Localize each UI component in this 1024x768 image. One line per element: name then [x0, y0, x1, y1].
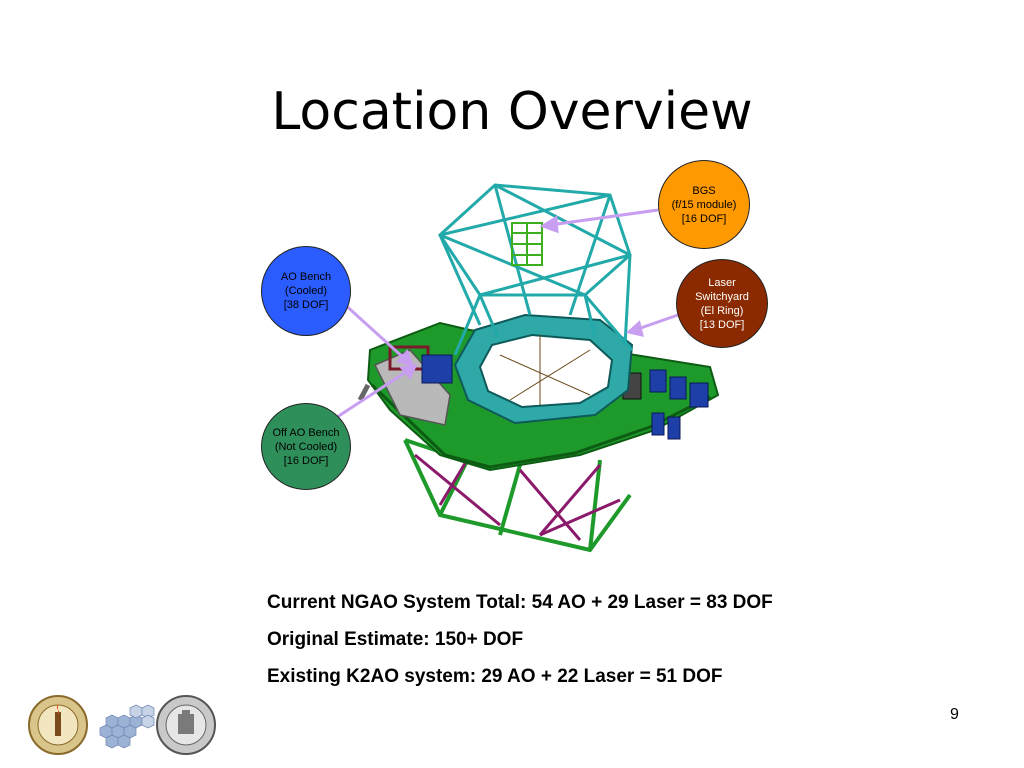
laser-equipment — [622, 369, 709, 440]
page-number: 9 — [950, 706, 959, 723]
ao-bench-callout-line-1: AO Bench — [280, 271, 332, 283]
ao-bench-callout-line-2: (Cooled) — [284, 285, 328, 297]
caltech-seal-logo — [28, 695, 88, 755]
keck-mirror-logo — [99, 704, 155, 749]
dof-summary: Current NGAO System Total: 54 AO + 29 La… — [267, 588, 773, 699]
slide-title: Location Overview — [271, 82, 753, 142]
laser-callout-line-1: Laser — [708, 276, 736, 289]
bgs-module — [511, 222, 543, 266]
summary-current-total: Current NGAO System Total: 54 AO + 29 La… — [267, 592, 773, 613]
bgs-callout-line-3: [16 DOF] — [681, 212, 727, 225]
laser-callout-line-4: [13 DOF] — [699, 318, 745, 331]
laser-switchyard-callout: Laser Switchyard (El Ring) [13 DOF] — [676, 259, 768, 348]
off-ao-callout-line-1: Off AO Bench — [272, 426, 340, 439]
footer-logos — [28, 695, 216, 755]
summary-existing-k2ao: Existing K2AO system: 29 AO + 22 Laser =… — [267, 666, 723, 687]
telescope-upper-truss — [438, 183, 634, 356]
summary-original-estimate: Original Estimate: 150+ DOF — [267, 629, 524, 650]
laser-callout-line-3: (El Ring) — [700, 304, 744, 317]
telescope-illustration — [329, 183, 720, 553]
ao-bench-callout-line-3: [38 DOF] — [283, 299, 329, 311]
bgs-callout: BGS (f/15 module) [16 DOF] — [658, 160, 750, 249]
off-ao-callout-line-3: [16 DOF] — [283, 454, 329, 467]
laser-callout-line-2: Switchyard — [695, 290, 749, 303]
off-ao-callout-line-2: (Not Cooled) — [274, 440, 338, 453]
telescope-base-frame — [403, 438, 632, 553]
off-ao-bench-callout: Off AO Bench (Not Cooled) [16 DOF] — [261, 403, 351, 490]
bgs-callout-line-1: BGS — [692, 184, 716, 197]
uc-seal-logo — [156, 695, 216, 755]
bgs-callout-line-2: (f/15 module) — [671, 198, 737, 211]
ao-bench-callout: AO Bench (Cooled) [38 DOF] — [261, 246, 351, 336]
